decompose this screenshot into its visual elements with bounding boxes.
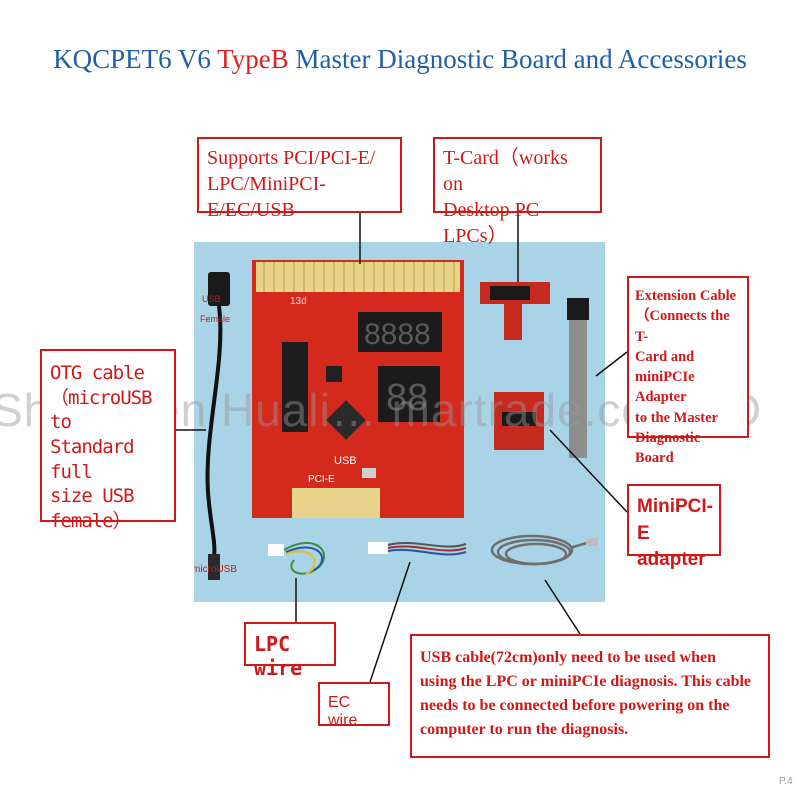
pointer-ec <box>369 561 411 683</box>
page-number: P.4 <box>779 776 793 787</box>
page-title: KQCPET6 V6 TypeB Master Diagnostic Board… <box>0 44 800 75</box>
title-accent: TypeB <box>217 44 289 74</box>
callout-line: （Connects the T- <box>635 308 730 345</box>
callout-line: Extension Cable <box>635 288 737 304</box>
title-part1: KQCPET6 V6 <box>53 44 218 74</box>
usb-cable-plug <box>586 538 598 546</box>
usb-female-label-2: Female <box>200 314 230 324</box>
callout-line: LPC wire <box>254 632 303 680</box>
callout-line: Diagnostic Board <box>635 430 701 467</box>
board-reset-button <box>326 366 342 382</box>
callout-pci-support: Supports PCI/PCI-E/ LPC/MiniPCI-E/EC/USB <box>197 137 402 221</box>
ec-wire <box>368 541 467 556</box>
callout-line: T-Card（works on <box>443 147 568 195</box>
callout-line: miniPCIe Adapter <box>635 369 695 406</box>
callout-line: to the Master <box>635 409 718 426</box>
lpc-wire <box>268 541 325 575</box>
micro-usb-label: microUSB <box>194 564 237 575</box>
board-pcie-label: PCI-E <box>308 474 335 485</box>
t-card-stem <box>504 304 522 340</box>
callout-line: computer to run the diagnosis. <box>420 721 629 738</box>
callout-line: needs to be connected before powering on… <box>420 697 730 714</box>
callout-line: LPC/MiniPCI-E/EC/USB <box>207 173 326 221</box>
pointer-minipci <box>549 429 628 513</box>
callout-line: Desktop PC LPCs） <box>443 199 540 247</box>
callout-minipcie-adapter: MiniPCI-E adapter <box>627 484 721 570</box>
usb-female-plug <box>208 272 230 306</box>
callout-otg-cable: OTG cable （microUSB to Standard full siz… <box>40 349 176 532</box>
seven-seg-display-top <box>358 312 442 352</box>
callout-line: Standard full <box>50 436 135 483</box>
micro-usb-plug <box>208 554 220 580</box>
board-usb-label: USB <box>334 455 357 467</box>
callout-usb-cable: USB cable(72cm)only need to be used when… <box>410 634 770 758</box>
seven-seg-digits-bottom: 88 <box>386 377 428 419</box>
callout-lpc-wire: LPC wire <box>244 622 336 680</box>
minipcie-adapter-connector <box>502 412 536 426</box>
product-photo-drawing: USB Female microUSB 13d 8888 88 USB PCI-… <box>192 260 598 580</box>
seven-seg-display-bottom <box>378 366 440 422</box>
callout-line: using the LPC or miniPCIe diagnosis. Thi… <box>420 673 752 690</box>
board-micro-usb-port <box>362 468 376 478</box>
t-card-connector <box>490 286 530 300</box>
pci-gold-fingers <box>256 262 460 292</box>
callout-line: EC wire <box>328 694 358 729</box>
callout-line: adapter <box>637 549 706 571</box>
callout-line: OTG cable <box>50 362 145 384</box>
usb-female-label-1: USB <box>202 294 221 304</box>
seven-seg-digits-top: 8888 <box>364 318 431 351</box>
callout-line: USB cable(72cm)only need to be used when <box>420 649 717 666</box>
extension-ribbon-cable <box>569 298 587 458</box>
callout-line: Supports PCI/PCI-E/ <box>207 147 376 169</box>
callout-line: size USB <box>50 485 135 508</box>
callout-line: female） <box>50 510 132 533</box>
callout-t-card: T-Card（works on Desktop PC LPCs） <box>433 137 602 247</box>
pointer-usb <box>544 579 581 635</box>
callout-line: （microUSB to <box>50 386 153 434</box>
pcie-gold-fingers <box>292 488 380 518</box>
extension-cable-top-connector <box>567 298 589 320</box>
otg-cable-wire <box>205 305 223 558</box>
callout-line: Card and <box>635 348 695 365</box>
product-photo: USB Female microUSB 13d 8888 88 USB PCI-… <box>192 242 605 602</box>
pointer-extension <box>595 351 628 377</box>
callout-ec-wire: EC wire <box>318 682 390 729</box>
callout-extension-cable: Extension Cable （Connects the T- Card an… <box>627 276 749 466</box>
board-header-connector <box>282 342 308 432</box>
callout-line: MiniPCI-E <box>637 496 713 544</box>
board-label-13d: 13d <box>290 296 307 307</box>
pci-finger-lines <box>263 262 455 292</box>
title-part2: Master Diagnostic Board and Accessories <box>288 44 747 74</box>
